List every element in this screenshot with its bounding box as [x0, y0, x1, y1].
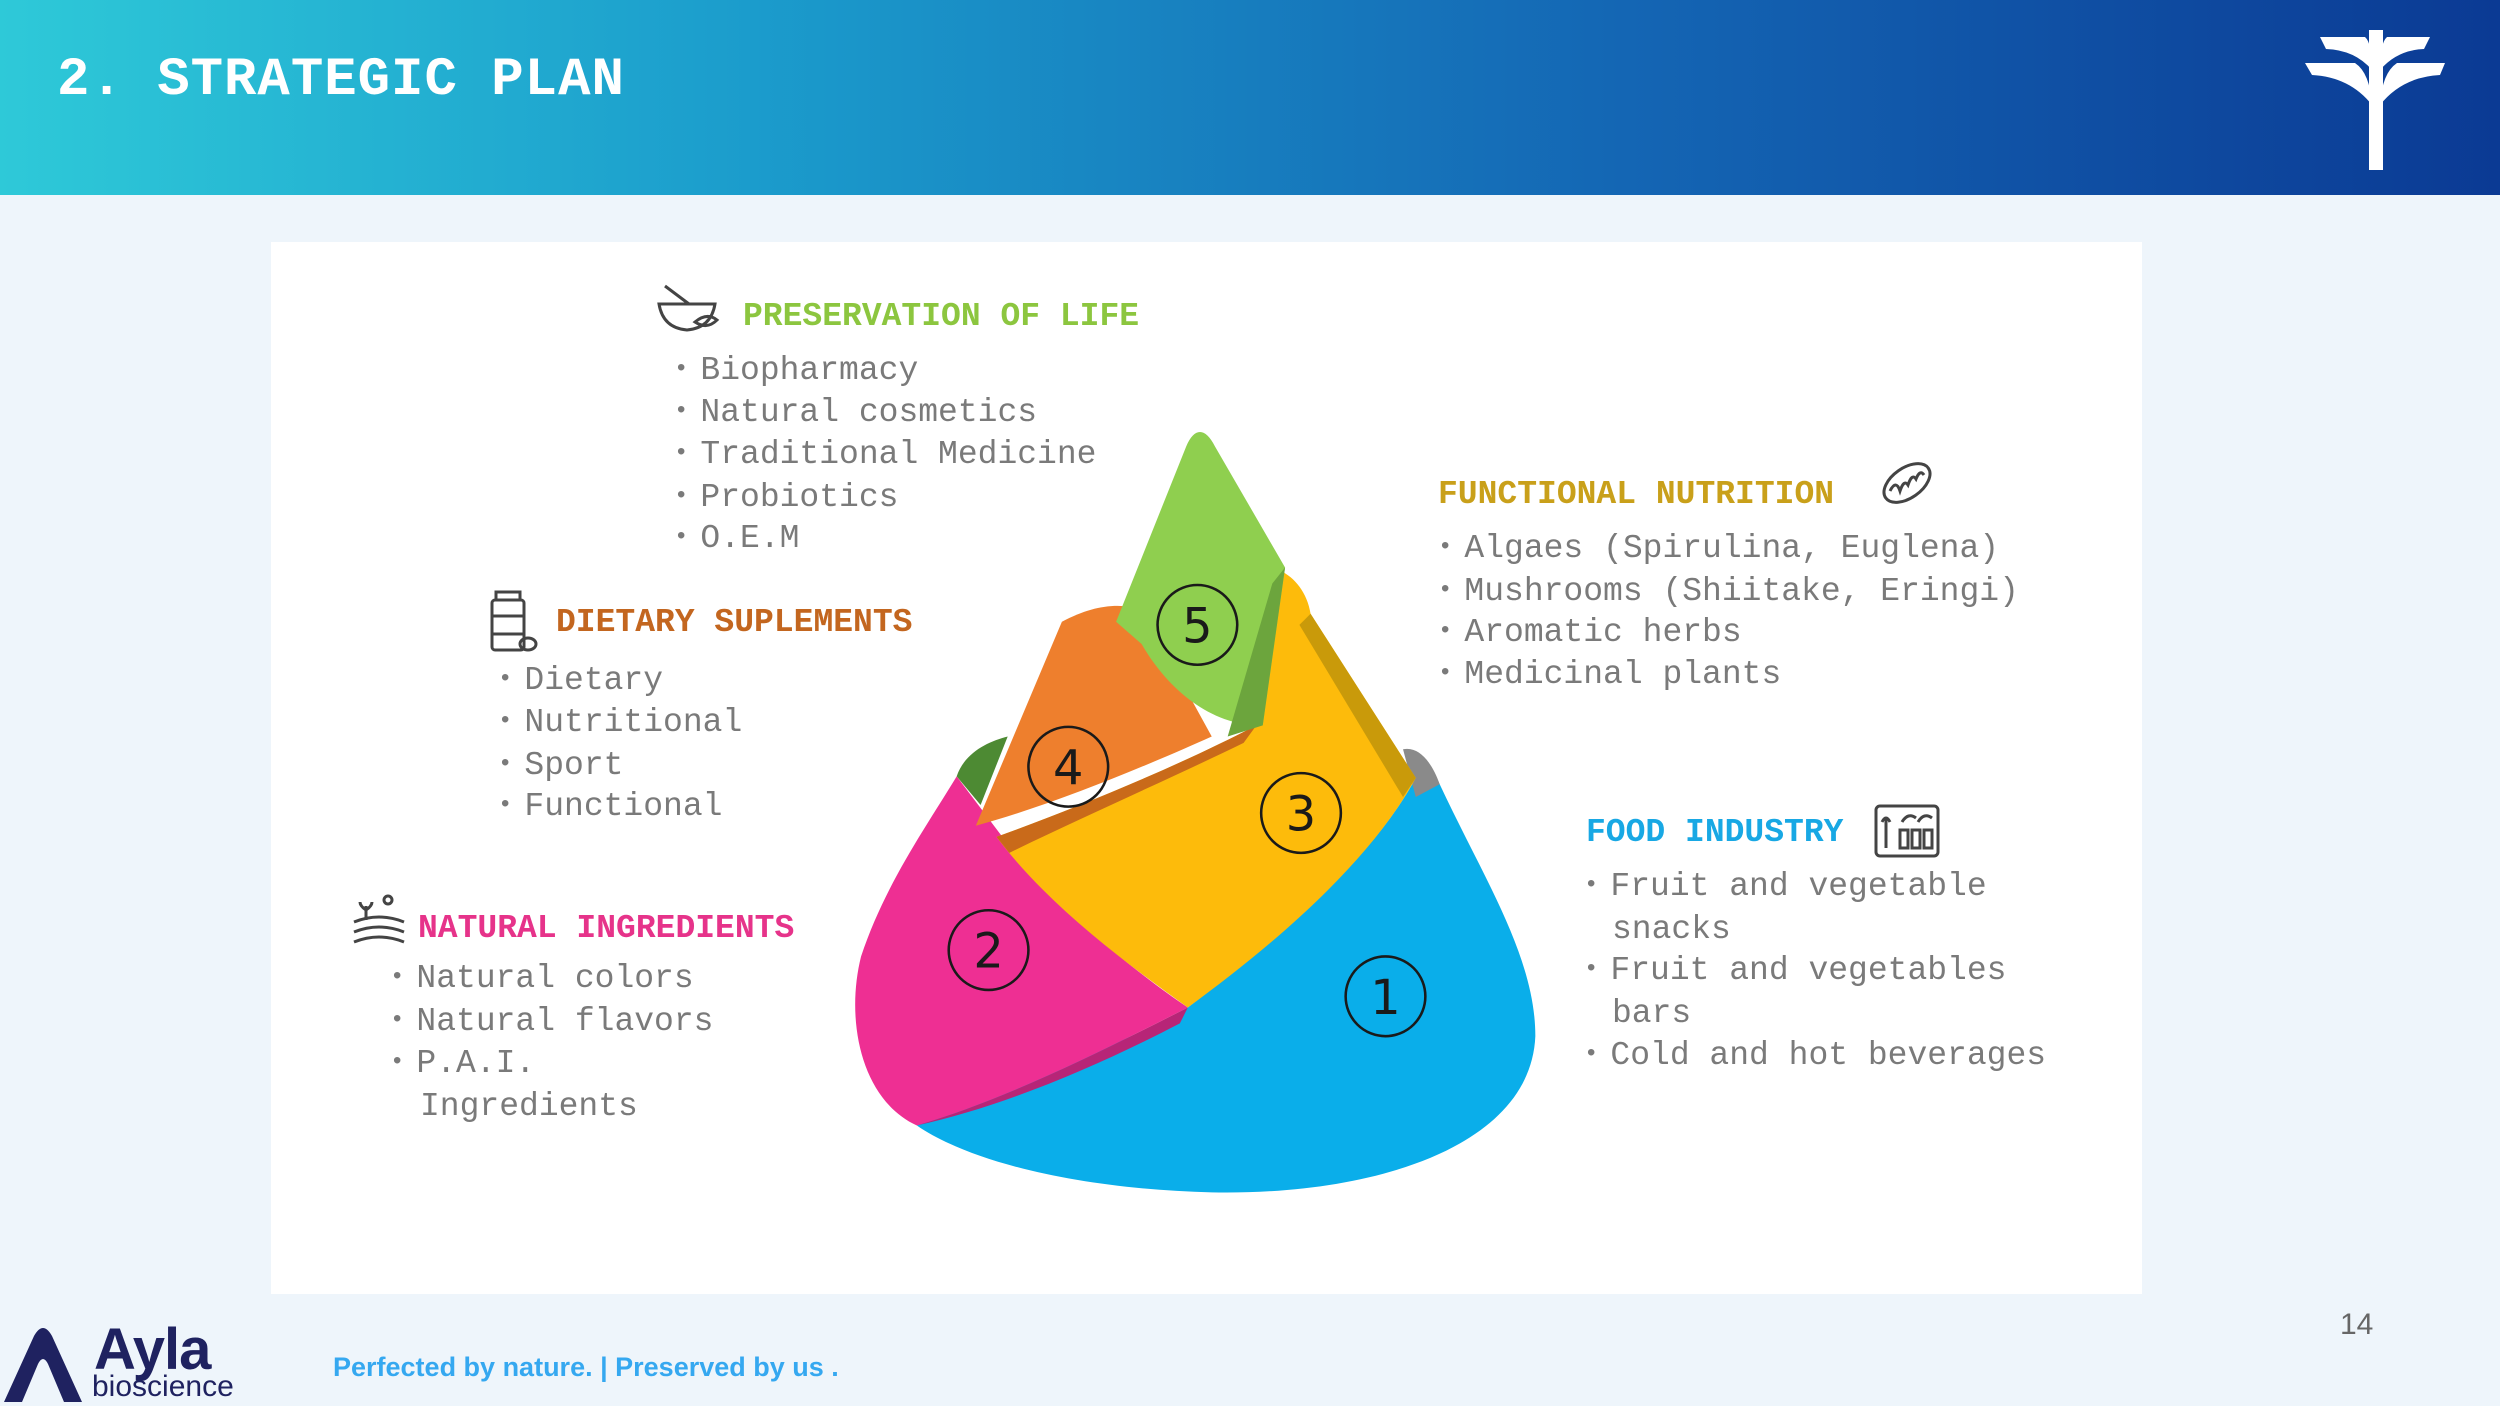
ayla-bioscience-logo: Ayla bioscience — [0, 1317, 250, 1406]
list-item: •Dietary — [498, 662, 664, 699]
list-item: •Aromatic herbs — [1438, 614, 1742, 651]
pyramid-level-5 — [1116, 432, 1286, 726]
level-label-1: 1 — [1370, 971, 1400, 1026]
logo-name: Ayla — [94, 1317, 211, 1382]
header-bar: 2. STRATEGIC PLAN — [0, 0, 2500, 195]
level-label-5: 5 — [1182, 599, 1212, 654]
page-title: 2. STRATEGIC PLAN — [57, 50, 625, 111]
list-item: •Mushrooms (Shiitake, Eringi) — [1438, 573, 2019, 610]
list-item: •Traditional Medicine — [674, 436, 1097, 473]
list-item: •P.A.I. — [390, 1045, 536, 1082]
pyramid-level-2 — [855, 776, 1188, 1126]
palm-tree-logo-icon — [2305, 30, 2445, 170]
level-label-3: 3 — [1286, 788, 1316, 843]
list-item: •Medicinal plants — [1438, 656, 1782, 693]
section-title: FUNCTIONAL NUTRITION — [1438, 476, 1835, 513]
ayla-logo-mark-icon — [4, 1328, 82, 1402]
level-label-2: 2 — [973, 925, 1003, 980]
list-item: •Functional — [498, 788, 723, 825]
tagline: Perfected by nature. | Preserved by us . — [333, 1352, 839, 1382]
section-title: DIETARY SUPLEMENTS — [556, 604, 913, 641]
section-title: FOOD INDUSTRY — [1586, 814, 1844, 851]
section-title: PRESERVATION OF LIFE — [743, 298, 1140, 335]
list-item-continuation: bars — [1612, 995, 1692, 1032]
list-item: •Fruit and vegetable — [1584, 868, 1987, 905]
pyramid-level-1 — [916, 772, 1536, 1193]
list-item: •Sport — [498, 747, 624, 784]
pyramid-level-3 — [996, 570, 1416, 1008]
list-item: •Fruit and vegetables — [1584, 952, 2007, 989]
mortar-pestle-icon — [657, 284, 720, 332]
list-item-continuation: snacks — [1612, 911, 1731, 948]
list-item: •Algaes (Spirulina, Euglena) — [1438, 530, 2000, 567]
field-plants-icon — [353, 894, 405, 944]
list-item: •Nutritional — [498, 704, 743, 741]
list-item: •O.E.M — [674, 520, 800, 557]
list-item: •Cold and hot beverages — [1584, 1037, 2047, 1074]
list-item-continuation: Ingredients — [420, 1088, 638, 1125]
page-number: 14 — [2340, 1308, 2374, 1341]
mitochondria-icon — [1882, 462, 1932, 504]
supplement-bottle-icon — [490, 590, 538, 652]
section-title: NATURAL INGREDIENTS — [418, 910, 795, 947]
list-item: •Biopharmacy — [674, 352, 919, 389]
list-item: •Natural cosmetics — [674, 394, 1038, 431]
food-package-icon — [1874, 804, 1940, 858]
list-item: •Natural colors — [390, 960, 694, 997]
list-item: •Probiotics — [674, 479, 899, 516]
level-label-4: 4 — [1053, 741, 1083, 796]
list-item: •Natural flavors — [390, 1003, 714, 1040]
logo-subtitle: bioscience — [92, 1370, 234, 1403]
